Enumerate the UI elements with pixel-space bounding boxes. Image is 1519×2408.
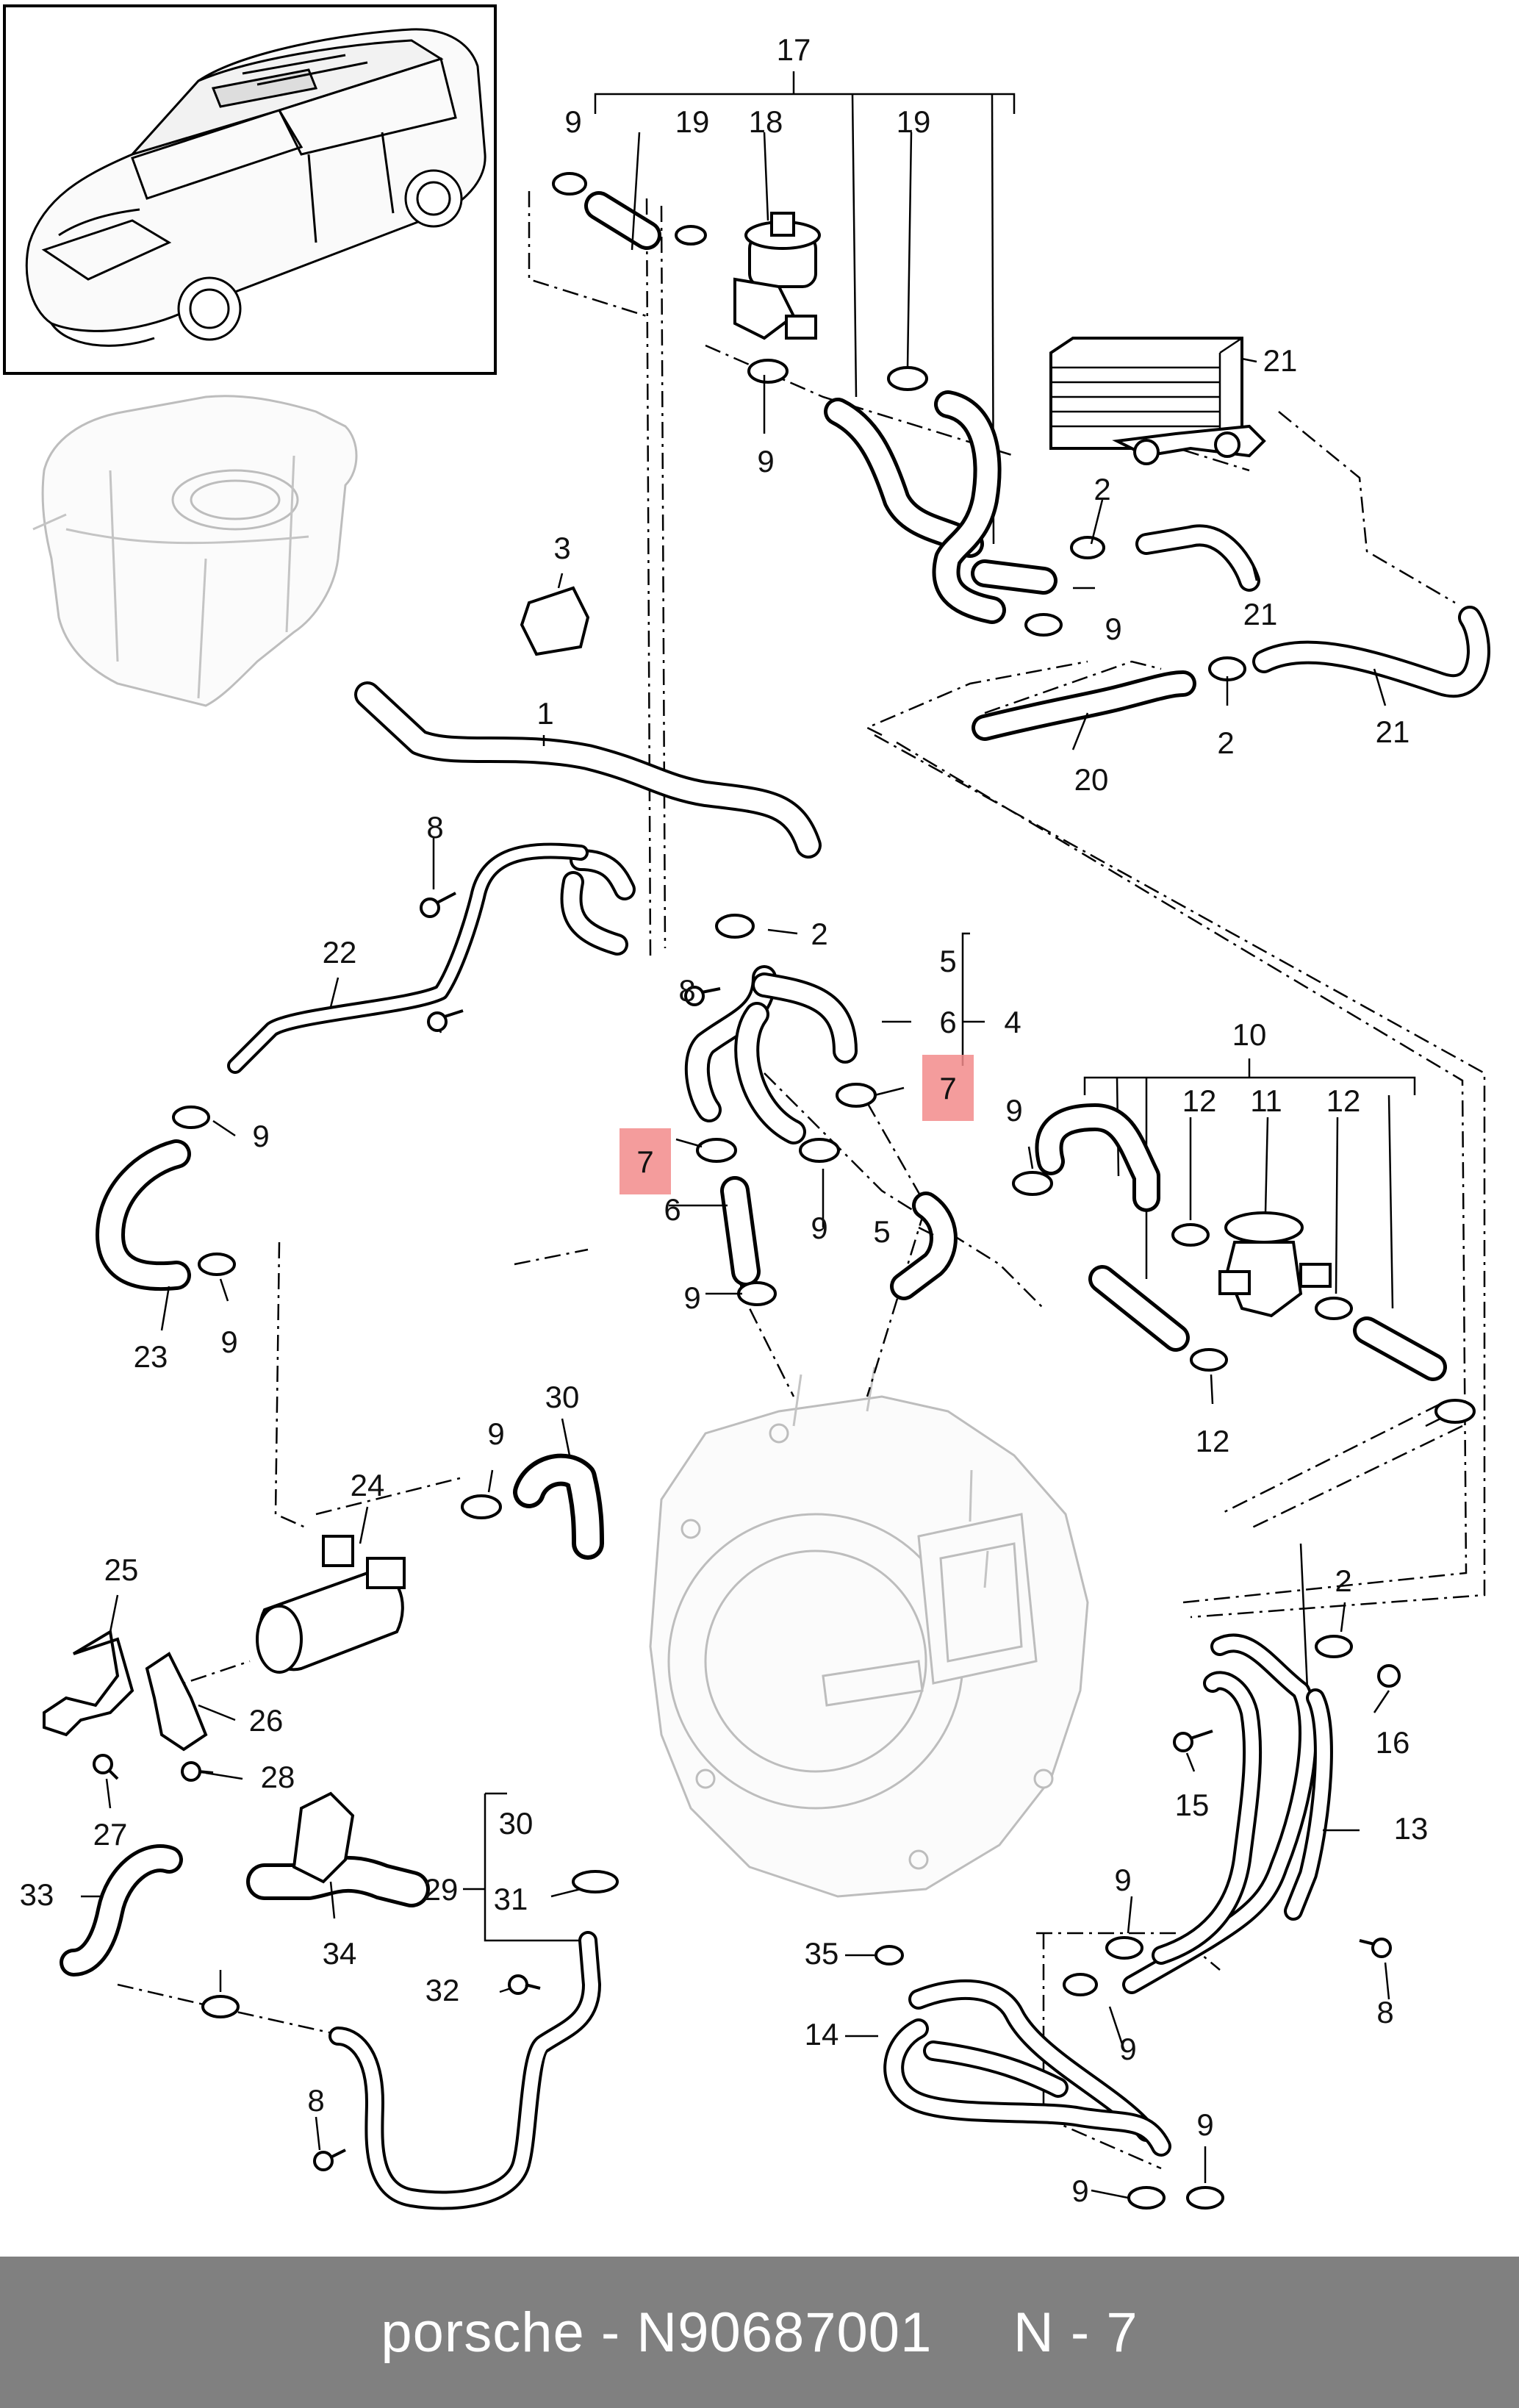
callout-16: 16 [1376, 1725, 1410, 1760]
screws [93, 892, 1401, 2171]
callout-34: 34 [323, 1936, 357, 1971]
callout-9: 9 [683, 1280, 700, 1315]
callout-5: 5 [939, 944, 956, 978]
callout-24: 24 [351, 1468, 385, 1502]
part-number-caption: porsche - N90687001 N - 7 [381, 2301, 1138, 2364]
car-illustration [25, 28, 486, 347]
callout-8: 8 [307, 2083, 324, 2118]
callout-8: 8 [426, 810, 443, 845]
callout-29: 29 [424, 1872, 459, 1907]
callout-8: 8 [1376, 1995, 1393, 2029]
callout-21: 21 [1243, 597, 1278, 631]
callout-13: 13 [1394, 1811, 1429, 1846]
callout-1: 1 [536, 696, 553, 731]
callout-9: 9 [487, 1416, 504, 1451]
callout-12: 12 [1196, 1424, 1230, 1458]
thermostat-11 [1218, 1211, 1332, 1318]
callout-9: 9 [811, 1211, 827, 1245]
callout-9: 9 [1071, 2174, 1088, 2208]
callout-6: 6 [939, 1005, 956, 1039]
callout-7-highlighted: 7 [939, 1071, 956, 1106]
callout-9: 9 [564, 104, 581, 139]
callout-30: 30 [545, 1380, 580, 1414]
callout-7-highlighted: 7 [636, 1144, 653, 1179]
callout-20: 20 [1074, 762, 1109, 797]
auxiliary-pump [256, 1535, 406, 1674]
callout-21: 21 [1376, 714, 1410, 749]
callout-2: 2 [1335, 1563, 1351, 1598]
callout-33: 33 [20, 1877, 54, 1912]
footer-bar: porsche - N90687001 N - 7 [0, 2257, 1519, 2408]
callout-12: 12 [1326, 1083, 1361, 1118]
hose-clamps [172, 172, 1476, 2210]
callout-9: 9 [1196, 2107, 1213, 2142]
callout-2: 2 [1094, 472, 1110, 506]
transmission-housing [649, 1366, 1089, 1898]
callout-12: 12 [1182, 1083, 1217, 1118]
callout-25: 25 [104, 1552, 139, 1587]
callout-9: 9 [757, 444, 774, 479]
callout-15: 15 [1175, 1788, 1210, 1822]
callout-11: 11 [1250, 1083, 1282, 1118]
callout-2: 2 [811, 917, 827, 951]
callout-19: 19 [897, 104, 931, 139]
expansion-tank [32, 395, 358, 707]
callout-26: 26 [249, 1703, 284, 1738]
oil-cooler [1049, 337, 1266, 465]
leader-lines [81, 132, 1441, 2199]
thermostat-18 [733, 212, 821, 340]
hoses [60, 191, 1490, 2210]
callout-9: 9 [1114, 1863, 1131, 1897]
callout-32: 32 [425, 1973, 460, 2007]
callout-19: 19 [675, 104, 710, 139]
callout-17: 17 [777, 32, 811, 67]
callout-3: 3 [553, 531, 570, 565]
callout-5: 5 [873, 1214, 890, 1249]
callout-30: 30 [499, 1806, 534, 1841]
callout-21: 21 [1263, 343, 1298, 378]
vehicle-inset [3, 4, 497, 375]
callout-28: 28 [261, 1760, 295, 1794]
callout-31: 31 [494, 1882, 528, 1916]
callout-14: 14 [805, 2017, 839, 2052]
callout-6: 6 [664, 1192, 681, 1227]
callout-10: 10 [1232, 1017, 1267, 1052]
callout-35: 35 [805, 1936, 839, 1971]
callout-8: 8 [678, 973, 695, 1008]
callout-9: 9 [220, 1325, 237, 1359]
parts-diagram: 17 9 19 18 19 21 9 2 9 21 3 2 21 1 20 8 … [3, 4, 1490, 2210]
callout-4: 4 [1004, 1005, 1021, 1039]
components [43, 212, 1332, 1884]
callout-22: 22 [323, 935, 357, 970]
callout-18: 18 [749, 104, 783, 139]
highlight-7-upper [922, 1055, 974, 1121]
callout-labels: 17 9 19 18 19 21 9 2 9 21 3 2 21 1 20 8 … [20, 32, 1429, 2208]
callout-23: 23 [134, 1339, 168, 1374]
highlight-7-lower [620, 1128, 671, 1194]
callout-9: 9 [1119, 2032, 1136, 2066]
callout-9: 9 [252, 1119, 269, 1153]
callout-9: 9 [1105, 612, 1121, 646]
callout-2: 2 [1217, 725, 1234, 760]
callout-27: 27 [93, 1817, 128, 1852]
callout-9: 9 [1005, 1093, 1022, 1128]
